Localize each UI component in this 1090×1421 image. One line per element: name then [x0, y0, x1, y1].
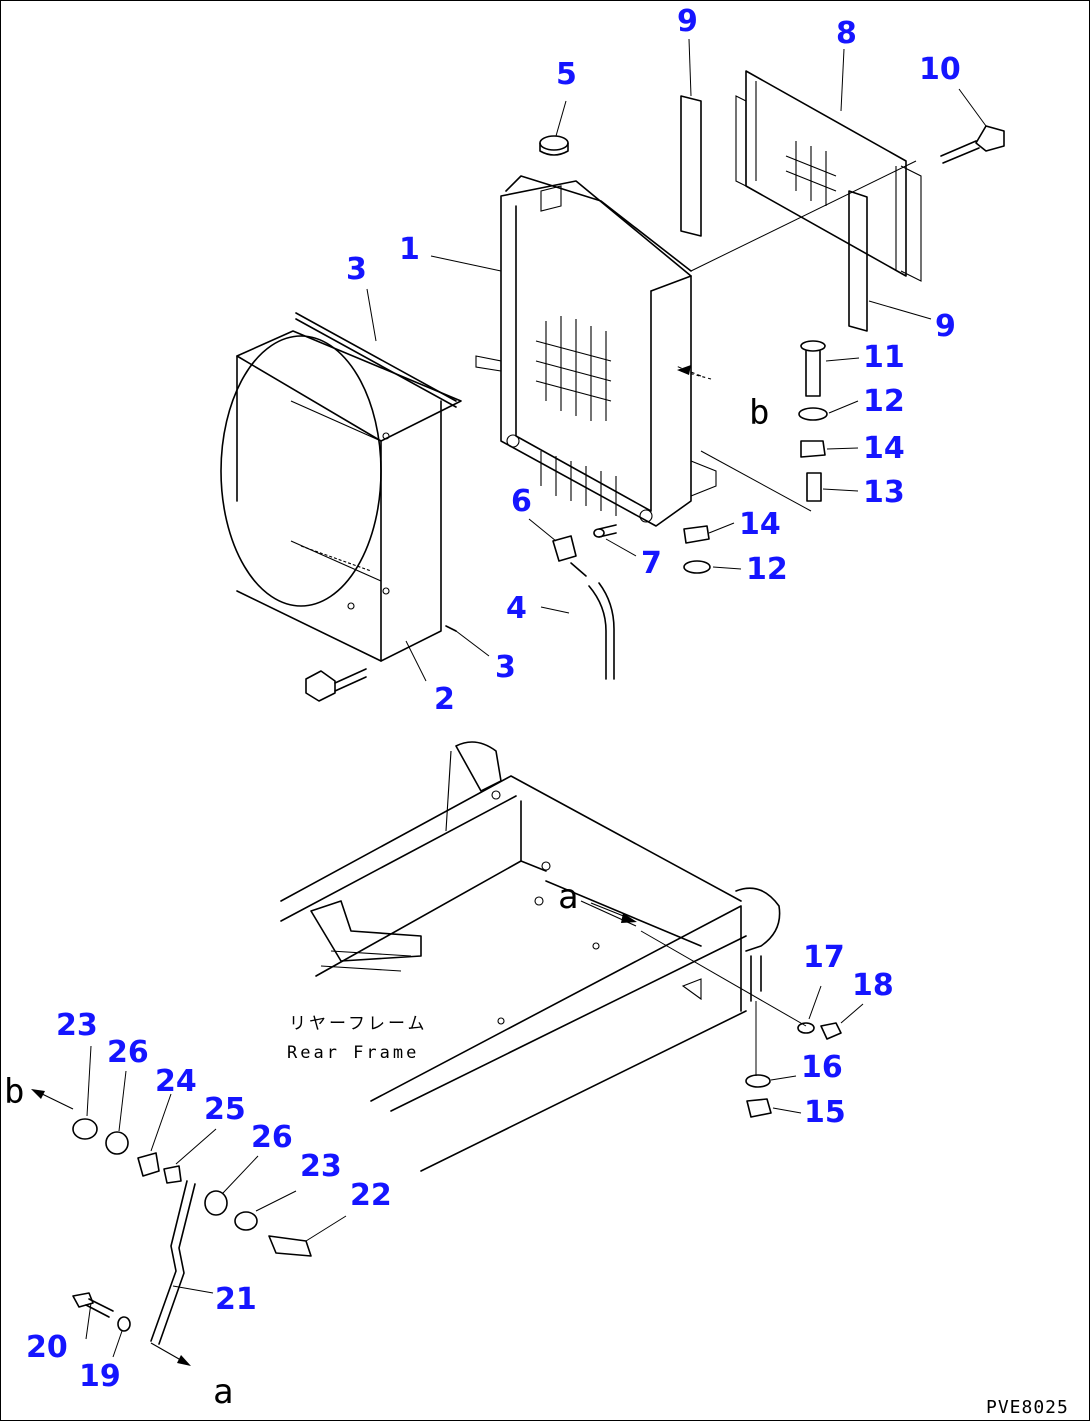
callout-14: 14: [863, 431, 905, 466]
stay-rubber-26b: [204, 1190, 228, 1216]
callout-6: 6: [511, 484, 532, 519]
frame-caption-en: Rear Frame: [287, 1043, 419, 1063]
mount-rubber-lower: [683, 525, 710, 544]
mount-bolt: [800, 340, 826, 397]
drawing-code: PVE8025: [986, 1397, 1069, 1418]
stay-washer-19: [117, 1316, 131, 1332]
callout-16: 16: [801, 1050, 843, 1085]
radiator: [475, 175, 717, 527]
drain-hose: [588, 582, 615, 680]
callout-10: 10: [919, 52, 961, 87]
drain-plug: [593, 524, 617, 538]
callout-15: 15: [804, 1095, 846, 1130]
rear-frame: [280, 741, 781, 1172]
stay-bolt-20: [72, 1292, 114, 1318]
callout-5: 5: [556, 57, 577, 92]
callout-26: 26: [251, 1120, 293, 1155]
stay-rubber-26a: [105, 1131, 129, 1155]
callout-1: 1: [399, 232, 420, 267]
baffle-plate-lower: [848, 190, 868, 332]
seal-strip-top: [295, 312, 457, 408]
ref-letter-a: a: [213, 1372, 233, 1412]
callout-21: 21: [215, 1282, 257, 1317]
callout-4: 4: [506, 591, 527, 626]
seal-strip-bottom: [445, 625, 457, 632]
callout-19: 19: [79, 1359, 121, 1394]
stay-bolt-22: [268, 1235, 312, 1257]
callout-20: 20: [26, 1330, 68, 1365]
radiator-cap: [539, 135, 569, 156]
callout-3: 3: [495, 650, 516, 685]
callout-8: 8: [836, 16, 857, 51]
stay-washer-23b: [234, 1211, 258, 1231]
frame-washer-17: [797, 1022, 815, 1034]
baffle-plate-upper: [680, 95, 702, 237]
callout-13: 13: [863, 475, 905, 510]
net-bolt: [940, 125, 1005, 164]
reference-arrows: [31, 365, 712, 1366]
shroud-bolt: [305, 668, 367, 702]
frame-caption-jp: リヤーフレーム: [289, 1014, 427, 1034]
callout-11: 11: [863, 340, 905, 375]
callout-14: 14: [739, 507, 781, 542]
mount-washer-lower: [683, 560, 711, 574]
frame-nut-18: [820, 1022, 842, 1040]
callout-18: 18: [852, 968, 894, 1003]
callout-2: 2: [434, 682, 455, 717]
stay-nut-25: [163, 1165, 182, 1184]
fan-shroud: [220, 330, 462, 662]
ref-letter-b: b: [4, 1072, 24, 1112]
leader-lines: [85, 38, 987, 1358]
callout-25: 25: [204, 1092, 246, 1127]
radiator-net: [735, 70, 922, 282]
frame-washer-16: [745, 1074, 771, 1088]
mount-collar: [806, 472, 822, 502]
reference-letters: b a b a: [4, 393, 769, 1412]
callout-17: 17: [803, 940, 845, 975]
mount-rubber-upper: [800, 440, 826, 458]
ref-letter-a: a: [558, 877, 578, 917]
frame-nut-15: [746, 1098, 772, 1118]
callout-labels: 1 2 3 3 4 5 6 7 8 9 9 10 11 12 12 13 14 …: [26, 4, 961, 1394]
callout-3: 3: [346, 252, 367, 287]
callout-22: 22: [350, 1178, 392, 1213]
callout-12: 12: [746, 552, 788, 587]
callout-12: 12: [863, 384, 905, 419]
stay-rod-21: [150, 1180, 196, 1345]
callout-26: 26: [107, 1035, 149, 1070]
drain-elbow: [552, 535, 587, 577]
frame-caption: リヤーフレーム Rear Frame: [287, 1014, 427, 1063]
mount-washer-upper: [798, 407, 828, 421]
callout-9: 9: [935, 309, 956, 344]
callout-7: 7: [641, 546, 662, 581]
callout-23: 23: [300, 1149, 342, 1184]
stay-washer-23a: [72, 1118, 98, 1140]
callout-9: 9: [677, 4, 698, 39]
ref-letter-b: b: [749, 393, 769, 433]
stay-collar-24: [137, 1152, 160, 1177]
callout-24: 24: [155, 1064, 197, 1099]
callout-23: 23: [56, 1008, 98, 1043]
